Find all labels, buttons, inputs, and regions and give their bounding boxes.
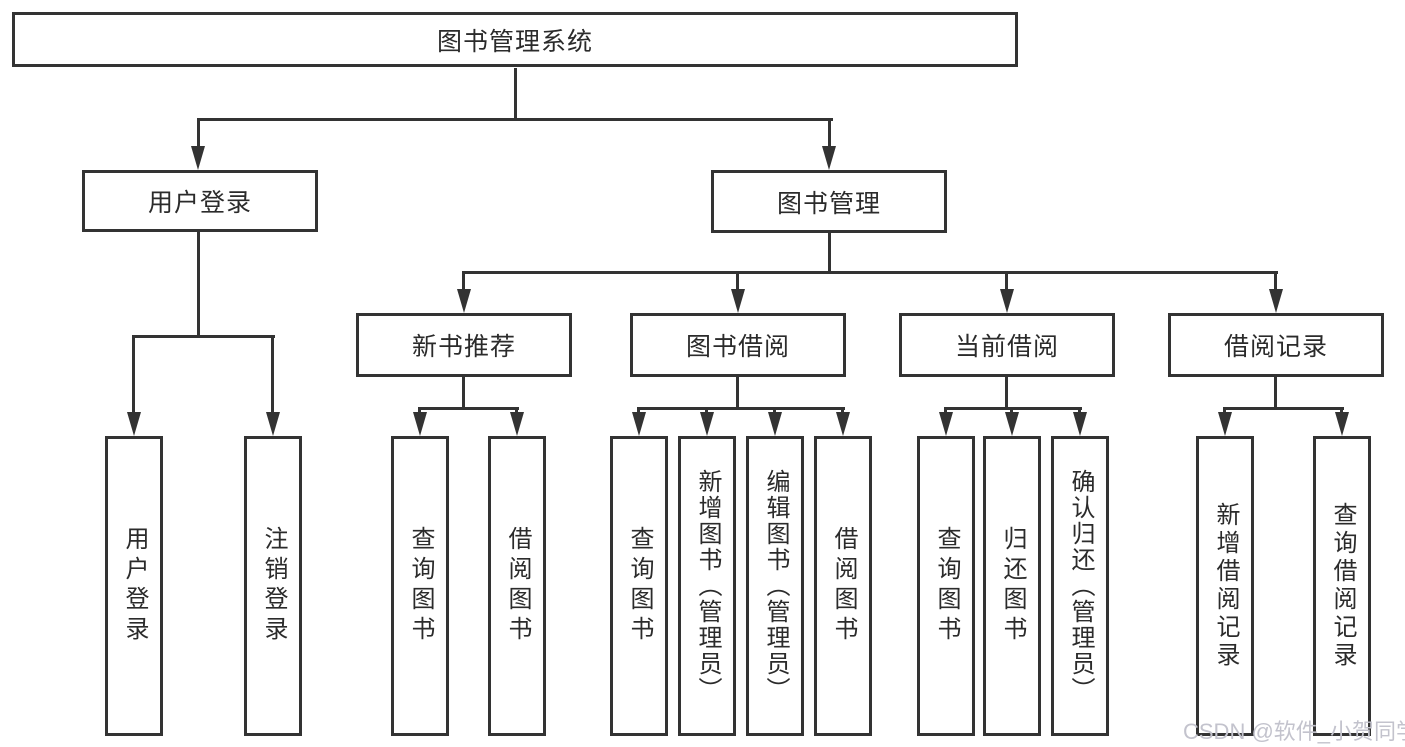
- connector-drop-borrow-records: [1274, 271, 1277, 291]
- node-label: 注销登录: [260, 526, 287, 646]
- leaf-query-books-1: 查询图书: [391, 436, 449, 736]
- node-label: 借阅图书: [504, 526, 531, 646]
- connector-drop: [944, 407, 947, 414]
- node-label: 归还图书: [999, 526, 1026, 646]
- connector-drop: [637, 407, 640, 414]
- node-label: 借阅记录: [1223, 333, 1328, 361]
- connector-drop: [1078, 407, 1081, 414]
- arrowhead-borrow-books-2: [836, 412, 850, 436]
- connector-drop-current-borrow: [1005, 271, 1008, 291]
- connector-drop-book-management: [828, 118, 831, 146]
- connector-borrow-records-rail: [1223, 407, 1344, 410]
- arrowhead-return-books: [1005, 412, 1019, 436]
- connector-drop: [515, 407, 518, 414]
- connector-drop-leaf-user-login: [132, 335, 135, 412]
- arrowhead-edit-books: [768, 412, 782, 436]
- node-label: 借阅图书: [830, 526, 857, 646]
- node-label: 图书管理: [776, 189, 881, 218]
- connector-drop-new-book-rec: [462, 271, 465, 291]
- connector-level3-rail: [462, 271, 1278, 274]
- node-label: 查询借阅记录: [1329, 502, 1356, 670]
- arrowhead-new-book-rec: [457, 289, 471, 313]
- arrowhead-book-management: [822, 146, 836, 170]
- node-user-login: 用户登录: [82, 170, 318, 232]
- connector-new-book-rec-stub: [462, 377, 465, 407]
- node-label: 用户登录: [147, 189, 252, 217]
- leaf-add-borrow-record: 新增借阅记录: [1196, 436, 1254, 736]
- leaf-user-login: 用户登录: [105, 436, 163, 736]
- node-label: 确认归还（管理员）: [1067, 469, 1094, 703]
- arrowhead-query-books-2: [632, 412, 646, 436]
- node-new-book-recommendation: 新书推荐: [356, 313, 572, 377]
- leaf-query-books-2: 查询图书: [610, 436, 668, 736]
- node-label: 查询图书: [407, 526, 434, 646]
- node-borrowing-records: 借阅记录: [1168, 313, 1384, 377]
- node-label: 查询图书: [933, 526, 960, 646]
- connector-drop-user-login: [197, 118, 200, 146]
- leaf-add-books-admin: 新增图书（管理员）: [678, 436, 736, 736]
- arrowhead-borrow-records: [1269, 289, 1283, 313]
- arrowhead-add-books: [700, 412, 714, 436]
- arrowhead-user-login: [191, 146, 205, 170]
- leaf-return-books: 归还图书: [983, 436, 1041, 736]
- node-label: 编辑图书（管理员）: [762, 469, 789, 703]
- arrowhead-book-borrow: [731, 289, 745, 313]
- connector-drop: [841, 407, 844, 414]
- arrowhead-leaf-user-login: [127, 412, 141, 436]
- connector-drop-book-borrow: [736, 271, 739, 291]
- node-book-borrowing: 图书借阅: [630, 313, 846, 377]
- connector-level2-rail: [197, 118, 833, 121]
- arrowhead-query-borrow-record: [1335, 412, 1349, 436]
- connector-user-login-rail: [132, 335, 275, 338]
- connector-drop: [1010, 407, 1013, 414]
- arrowhead-leaf-logout: [266, 412, 280, 436]
- connector-book-borrow-stub: [736, 377, 739, 407]
- connector-drop: [418, 407, 421, 414]
- connector-current-borrow-rail: [944, 407, 1082, 410]
- connector-root-stub: [514, 68, 517, 118]
- leaf-confirm-return-admin: 确认归还（管理员）: [1051, 436, 1109, 736]
- arrowhead-borrow-books-1: [510, 412, 524, 436]
- leaf-borrow-books-2: 借阅图书: [814, 436, 872, 736]
- node-label: 新书推荐: [411, 333, 516, 361]
- node-label: 查询图书: [626, 526, 653, 646]
- leaf-query-borrow-record: 查询借阅记录: [1313, 436, 1371, 736]
- node-book-management: 图书管理: [711, 170, 947, 233]
- node-library-management-system: 图书管理系统: [12, 12, 1018, 67]
- leaf-borrow-books-1: 借阅图书: [488, 436, 546, 736]
- connector-drop: [705, 407, 708, 414]
- node-label: 用户登录: [121, 526, 148, 646]
- connector-borrow-records-stub: [1274, 377, 1277, 407]
- node-label: 图书借阅: [685, 333, 790, 361]
- arrowhead-query-books-1: [413, 412, 427, 436]
- node-label: 新增图书（管理员）: [694, 469, 721, 703]
- connector-book-management-stub: [828, 233, 831, 271]
- arrowhead-confirm-return: [1073, 412, 1087, 436]
- connector-drop: [1223, 407, 1226, 414]
- connector-drop-leaf-logout: [271, 335, 274, 412]
- leaf-edit-books-admin: 编辑图书（管理员）: [746, 436, 804, 736]
- connector-book-borrow-rail: [637, 407, 845, 410]
- connector-current-borrow-stub: [1005, 377, 1008, 407]
- arrowhead-add-borrow-record: [1218, 412, 1232, 436]
- arrowhead-current-borrow: [1000, 289, 1014, 313]
- node-current-borrowing: 当前借阅: [899, 313, 1115, 377]
- leaf-query-books-3: 查询图书: [917, 436, 975, 736]
- connector-new-book-rec-rail: [418, 407, 519, 410]
- arrowhead-query-books-3: [939, 412, 953, 436]
- connector-drop: [773, 407, 776, 414]
- csdn-watermark: CSDN @软件_小贺同学: [1183, 719, 1405, 744]
- connector-user-login-stub: [197, 232, 200, 335]
- connector-drop: [1340, 407, 1343, 414]
- leaf-logout: 注销登录: [244, 436, 302, 736]
- node-label: 图书管理系统: [436, 27, 593, 56]
- node-label: 新增借阅记录: [1212, 502, 1239, 670]
- node-label: 当前借阅: [954, 333, 1059, 361]
